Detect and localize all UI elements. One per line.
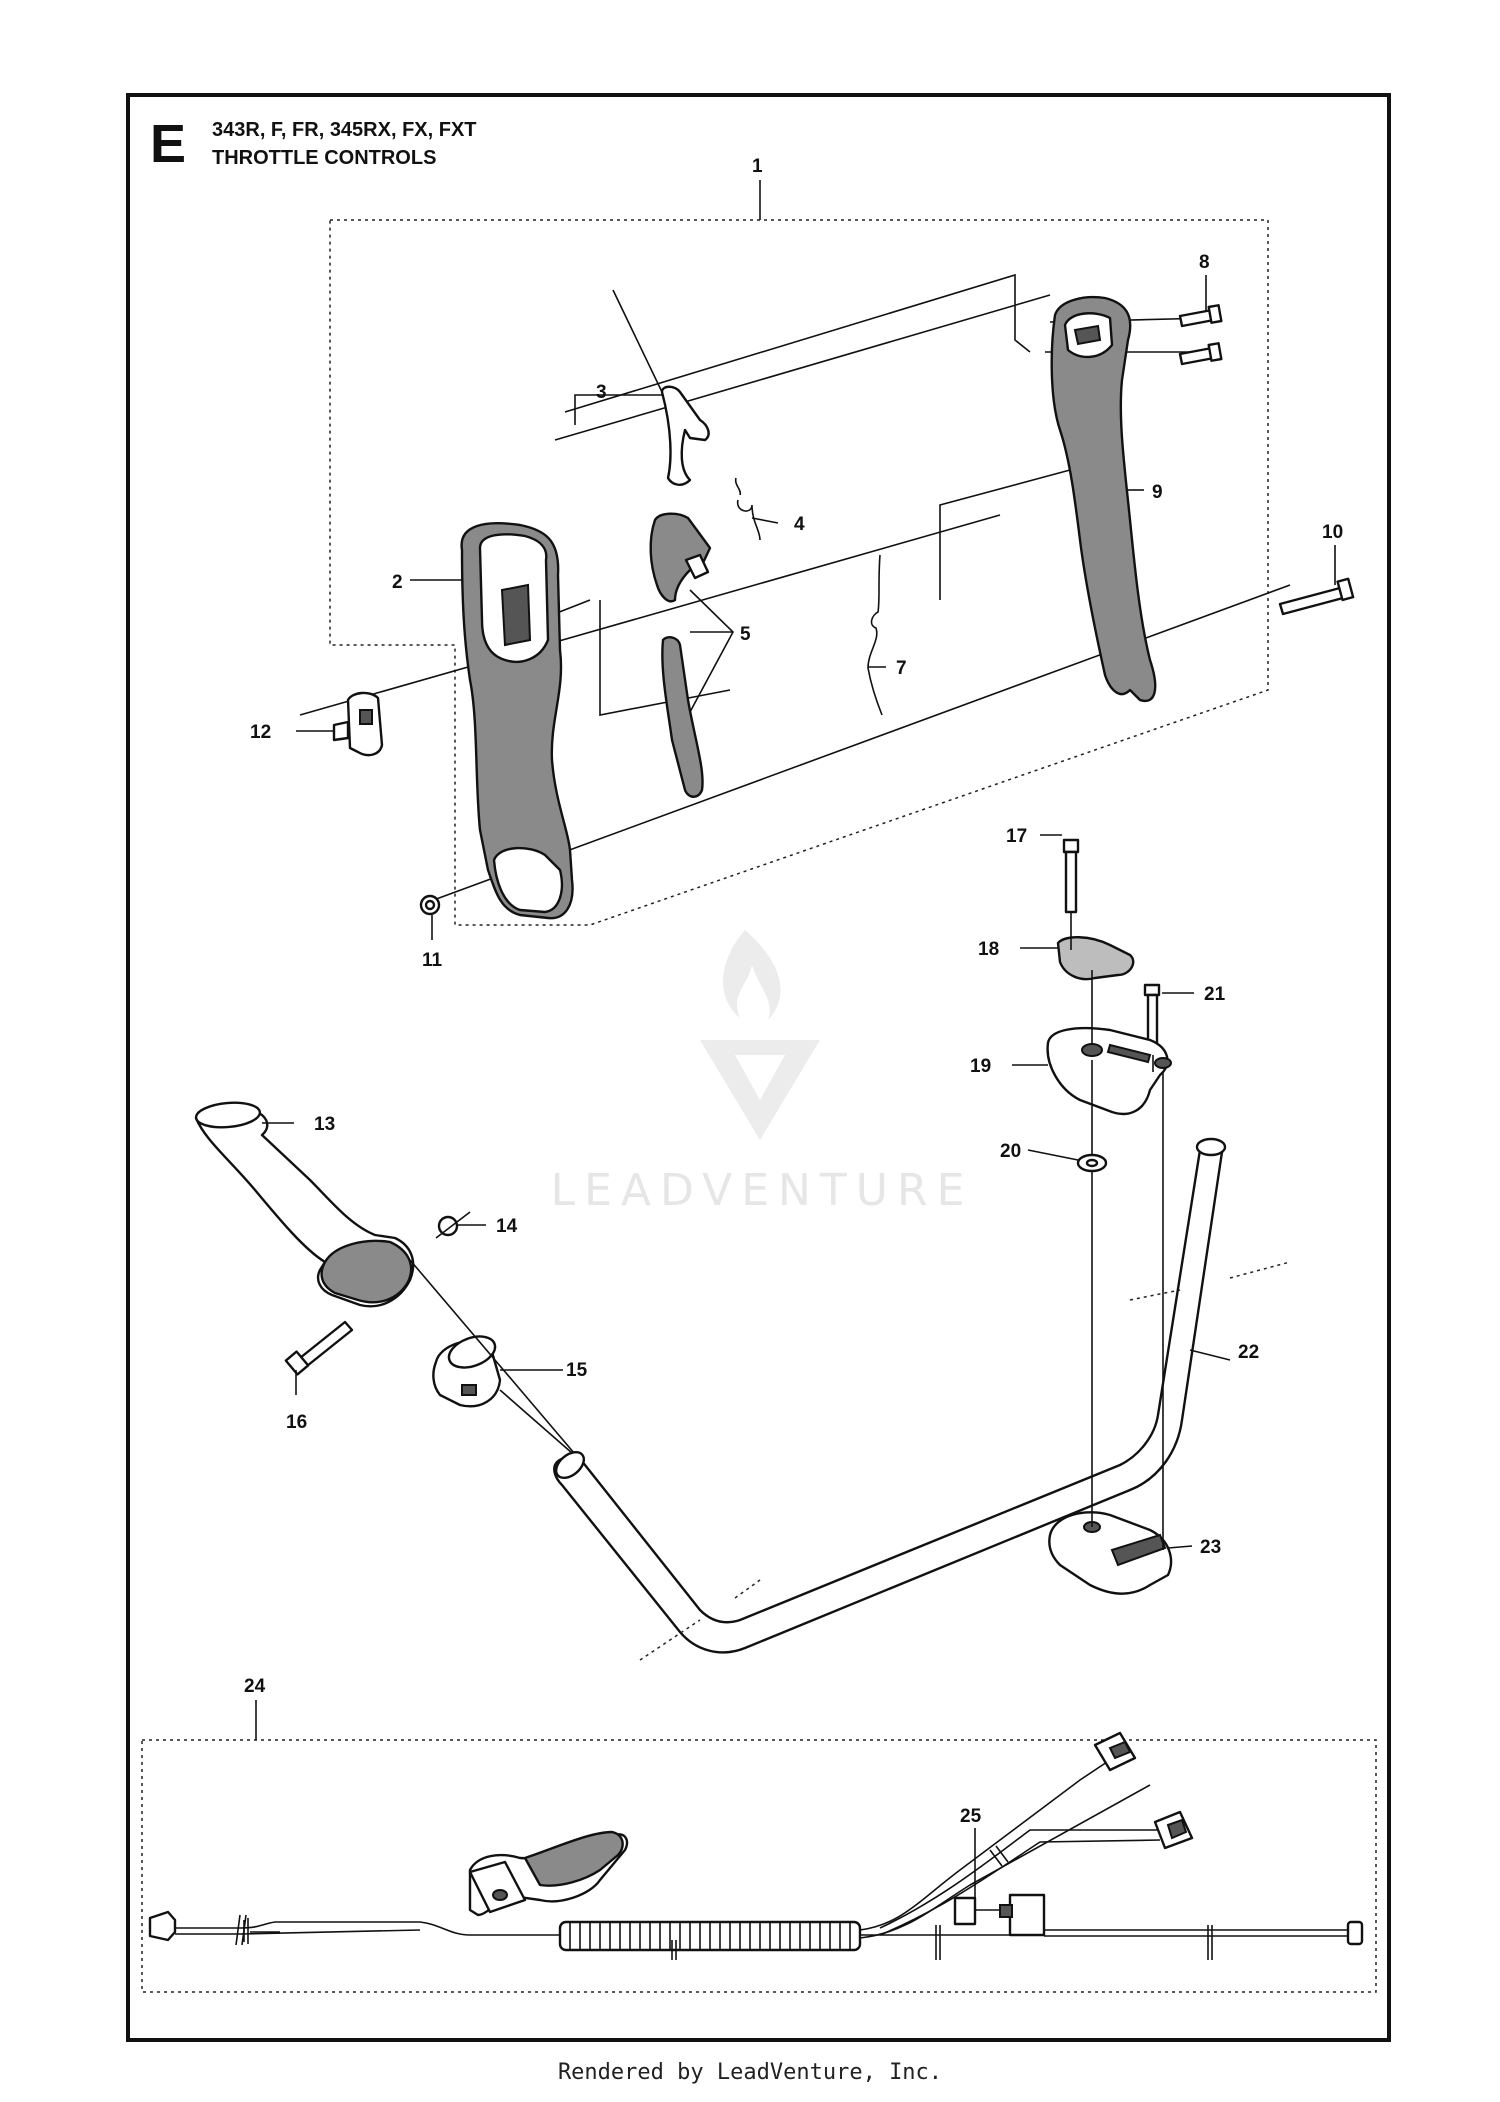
footer-credit: Rendered by LeadVenture, Inc. <box>557 2060 943 2085</box>
cable-end-right <box>1346 1920 1364 1946</box>
part-8-screws <box>1178 304 1223 366</box>
cable-end-connector <box>148 1910 177 1942</box>
callout-14: 14 <box>496 1216 518 1237</box>
group-1-boundary <box>329 219 1269 926</box>
callout-20: 20 <box>1000 1141 1021 1162</box>
callout-11: 11 <box>422 950 443 971</box>
callout-4: 4 <box>794 514 805 535</box>
callout-leaders <box>262 275 1336 1898</box>
callout-18: 18 <box>978 939 999 960</box>
callout-2: 2 <box>392 572 403 593</box>
part-12-stop-switch <box>332 691 384 757</box>
callout-12: 12 <box>250 722 271 743</box>
section-title: THROTTLE CONTROLS <box>212 147 436 169</box>
part-7-wire <box>867 554 883 716</box>
callout-10: 10 <box>1322 522 1343 543</box>
part-5-trigger-lever <box>661 636 704 798</box>
callout-1: 1 <box>752 156 763 177</box>
callout-8: 8 <box>1199 252 1210 273</box>
part-18-knob <box>1056 936 1135 981</box>
callout-19: 19 <box>970 1056 991 1077</box>
watermark-text: LEADVENTURE <box>551 1165 974 1216</box>
part-17-bolt <box>1062 838 1080 914</box>
part-9-handle-half <box>1050 296 1157 703</box>
callout-24: 24 <box>244 1676 266 1697</box>
sleeve-ribs <box>569 1922 851 1950</box>
part-5-throttle-trigger <box>649 512 712 603</box>
model-list: 343R, F, FR, 345RX, FX, FXT <box>212 119 477 141</box>
callout-labels: 1 2 3 4 5 7 8 9 10 11 12 13 14 15 16 17 … <box>244 156 1343 1827</box>
callout-15: 15 <box>566 1360 588 1381</box>
callout-7: 7 <box>896 658 907 679</box>
callout-5: 5 <box>740 624 751 645</box>
part-23-clamp-bottom <box>1048 1511 1173 1595</box>
callout-9: 9 <box>1152 482 1163 503</box>
callout-13: 13 <box>314 1114 335 1135</box>
callout-17: 17 <box>1006 826 1027 847</box>
diagram-frame <box>126 93 1391 2042</box>
part-19-clamp-top <box>1046 1026 1169 1116</box>
part-14-nut <box>437 1215 459 1237</box>
group-24-boundary <box>141 1739 1377 1993</box>
watermark-logo <box>700 930 820 1140</box>
loop-handle-group <box>194 838 1291 1661</box>
callout-23: 23 <box>1200 1537 1221 1558</box>
callout-22: 22 <box>1238 1342 1259 1363</box>
callout-21: 21 <box>1204 984 1226 1005</box>
wire-connector-upper <box>1093 1731 1137 1772</box>
callout-16: 16 <box>286 1412 307 1433</box>
wire-connector-lower <box>1153 1810 1194 1850</box>
part-25-adjuster <box>953 1893 1046 1937</box>
throttle-cable-group <box>141 1700 1377 1993</box>
callout-3: 3 <box>596 382 607 403</box>
part-10-screw <box>1278 577 1355 616</box>
callout-25: 25 <box>960 1806 982 1827</box>
part-16-screw <box>284 1320 354 1376</box>
handle-assembly-group <box>299 180 1355 926</box>
part-3-lock-lever <box>660 385 710 486</box>
section-letter: E <box>150 114 186 174</box>
part-4-spring <box>734 477 761 541</box>
